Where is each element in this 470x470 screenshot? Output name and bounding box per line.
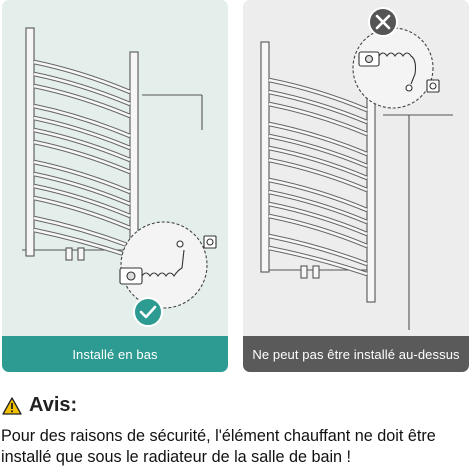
not-installed-above-caption: Ne peut pas être installé au-dessus (243, 336, 469, 372)
warning-text: Pour des raisons de sécurité, l'élément … (1, 427, 436, 466)
warning-title: Avis: (29, 394, 78, 416)
installed-below-panel: Installé en bas (2, 0, 228, 372)
close-icon (368, 7, 398, 37)
warning-triangle-icon (2, 396, 22, 415)
warning-header: Avis: (2, 394, 77, 417)
radiator-illustration-below (22, 27, 217, 327)
check-icon (133, 297, 163, 327)
installed-below-caption: Installé en bas (2, 336, 228, 372)
radiator-illustration-above (260, 7, 453, 330)
not-installed-above-panel: Ne peut pas être installé au-dessus (243, 0, 469, 372)
